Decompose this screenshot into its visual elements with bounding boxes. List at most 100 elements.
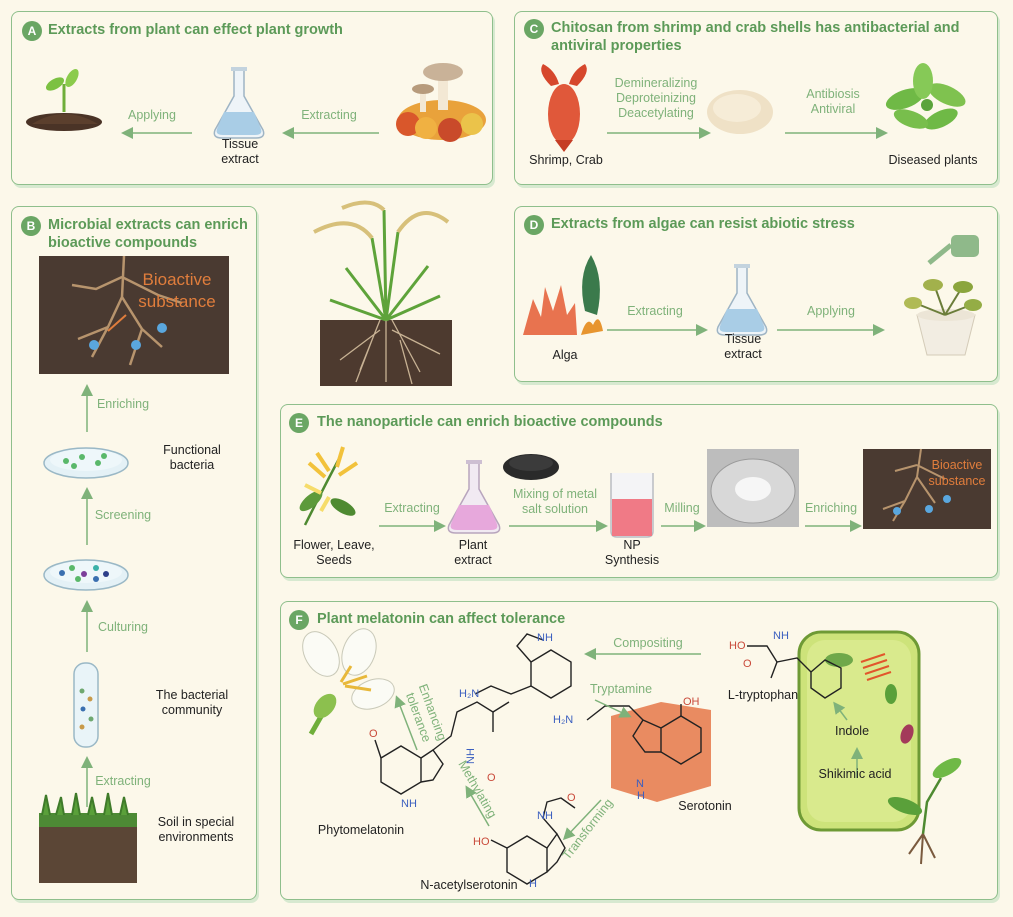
milled-powder-image bbox=[707, 449, 799, 527]
badge-b: B bbox=[21, 216, 41, 236]
milling-label: Milling bbox=[664, 501, 700, 515]
serotonin-h2n-label: H₂N bbox=[553, 714, 574, 726]
ltryptophan-ho-label: HO bbox=[729, 640, 746, 652]
phytomelatonin-o-label: O bbox=[369, 728, 378, 740]
chitosan-process-label: Demineralizing Deproteinizing Deacetylat… bbox=[614, 76, 698, 120]
pink-flask-icon bbox=[447, 460, 501, 534]
bacterial-community-label: The bacterial community bbox=[155, 688, 229, 717]
test-tube-icon bbox=[73, 662, 99, 748]
compositing-label: Compositing bbox=[613, 636, 683, 650]
applying-label: Applying bbox=[128, 108, 176, 122]
flower-icon bbox=[302, 628, 395, 736]
extracting-label: Extracting bbox=[384, 501, 440, 515]
badge-d: D bbox=[524, 215, 544, 235]
panel-b-title: Microbial extracts can enrich bioactive … bbox=[48, 217, 248, 251]
panel-f-title: Plant melatonin can affect tolerance bbox=[317, 611, 566, 627]
panel-b-drawing bbox=[39, 255, 229, 883]
petri-dish-culture-icon bbox=[43, 559, 129, 591]
panel-a-drawing bbox=[26, 63, 486, 142]
soil-grass-image bbox=[39, 792, 137, 883]
serotonin-h-label: H bbox=[637, 790, 645, 802]
phytomelatonin-nh-label: NH bbox=[464, 748, 477, 764]
phytomelatonin-label: Phytomelatonin bbox=[317, 823, 405, 837]
shikimic-acid-label: Shikimic acid bbox=[818, 767, 892, 781]
bioactive-text: Bioactive substance bbox=[928, 458, 986, 488]
shrimp-crab-label: Shrimp, Crab bbox=[529, 153, 603, 167]
flower-label: Flower, Leave, Seeds bbox=[293, 538, 375, 567]
alga-label: Alga bbox=[552, 348, 578, 362]
tryptamine-nh-label: NH bbox=[537, 632, 553, 644]
panel-e-title: The nanoparticle can enrich bioactive co… bbox=[317, 414, 663, 430]
panel-d-drawing bbox=[523, 235, 982, 356]
soil-roots-image bbox=[863, 448, 991, 529]
badge-f: F bbox=[289, 610, 309, 630]
tryptamine-h2n-label: H₂N bbox=[459, 688, 480, 700]
chitosan-powder-icon bbox=[707, 90, 773, 134]
badge-c: C bbox=[524, 19, 544, 39]
diseased-plant-icon bbox=[885, 63, 966, 130]
ltryptophan-nh-label: NH bbox=[773, 630, 789, 642]
badge-e: E bbox=[289, 413, 309, 433]
metal-salt-icon bbox=[503, 454, 559, 480]
extracting-label: Extracting bbox=[95, 774, 151, 788]
nacetyl-nh-label: NH bbox=[537, 810, 553, 822]
panel-f: F Plant melatonin can affect tolerance bbox=[280, 601, 998, 900]
enriching-label: Enriching bbox=[96, 397, 150, 411]
l-tryptophan-label: L-tryptophan bbox=[727, 688, 799, 702]
tryptamine-label: Tryptamine bbox=[589, 682, 653, 696]
vegetables-icon bbox=[396, 63, 486, 142]
screening-label: Screening bbox=[94, 508, 152, 522]
indole-label: Indole bbox=[834, 724, 870, 738]
flask-icon bbox=[213, 67, 265, 139]
soil-roots-image bbox=[39, 255, 229, 374]
soil-label: Soil in special environments bbox=[157, 815, 235, 844]
plant-cell-icon bbox=[797, 630, 921, 832]
enriching-label: Enriching bbox=[804, 501, 858, 515]
panel-a-title: Extracts from plant can effect plant gro… bbox=[48, 22, 343, 38]
seedling-icon bbox=[887, 757, 962, 865]
nacetyl-h-label: H bbox=[529, 878, 537, 890]
badge-a: A bbox=[22, 21, 42, 41]
beaker-icon bbox=[610, 473, 654, 538]
panel-c-drawing bbox=[541, 63, 966, 152]
panel-c: C Chitosan from shrimp and crab shells h… bbox=[514, 11, 998, 185]
phytomelatonin-nh2-label: NH bbox=[401, 798, 417, 810]
petri-dish-functional-icon bbox=[43, 447, 129, 479]
n-acetylserotonin-label: N-acetylserotonin bbox=[420, 878, 518, 892]
functional-bacteria-label: Functional bacteria bbox=[163, 443, 221, 472]
bioactive-text: Bioactive substance bbox=[138, 270, 216, 311]
serotonin-structure bbox=[586, 704, 702, 765]
panel-e-drawing bbox=[299, 446, 991, 538]
panel-d-title: Extracts from algae can resist abiotic s… bbox=[551, 216, 855, 232]
panel-c-title: Chitosan from shrimp and crab shells has… bbox=[551, 20, 960, 54]
extracting-label: Extracting bbox=[627, 304, 683, 318]
serotonin-label: Serotonin bbox=[678, 799, 732, 813]
phytomelatonin-structure bbox=[374, 701, 510, 795]
antibiosis-label: Antibiosis Antiviral bbox=[806, 87, 860, 116]
tryptamine-structure bbox=[474, 633, 572, 699]
watering-plant-icon bbox=[904, 235, 982, 356]
serotonin-n-label: N bbox=[636, 778, 644, 790]
n-acetylserotonin-structure bbox=[490, 797, 576, 885]
flask-icon bbox=[716, 264, 768, 336]
nacetyl-ho-label: HO bbox=[473, 836, 490, 848]
shrimp-icon bbox=[541, 64, 587, 152]
mixing-label: Mixing of metal salt solution bbox=[512, 487, 598, 516]
alga-icon bbox=[523, 255, 603, 335]
diseased-plants-label: Diseased plants bbox=[888, 153, 978, 167]
panel-e: E The nanoparticle can enrich bioactive … bbox=[280, 404, 998, 578]
l-tryptophan-structure bbox=[747, 645, 842, 699]
serotonin-oh-label: OH bbox=[683, 696, 700, 708]
panel-b: B Microbial extracts can enrich bioactiv… bbox=[11, 206, 257, 900]
ltryptophan-o-label: O bbox=[743, 658, 752, 670]
extracting-label: Extracting bbox=[301, 108, 357, 122]
tissue-extract-label: Tissue extract bbox=[221, 137, 259, 166]
panel-d: D Extracts from algae can resist abiotic… bbox=[514, 206, 998, 382]
tissue-extract-label: Tissue extract bbox=[724, 332, 762, 361]
panel-a: A Extracts from plant can effect plant g… bbox=[11, 11, 493, 185]
panel-f-drawing bbox=[302, 628, 962, 885]
culturing-label: Culturing bbox=[97, 620, 149, 634]
applying-label: Applying bbox=[807, 304, 855, 318]
plant-extract-label: Plant extract bbox=[454, 538, 492, 567]
seedling-icon bbox=[26, 68, 102, 131]
